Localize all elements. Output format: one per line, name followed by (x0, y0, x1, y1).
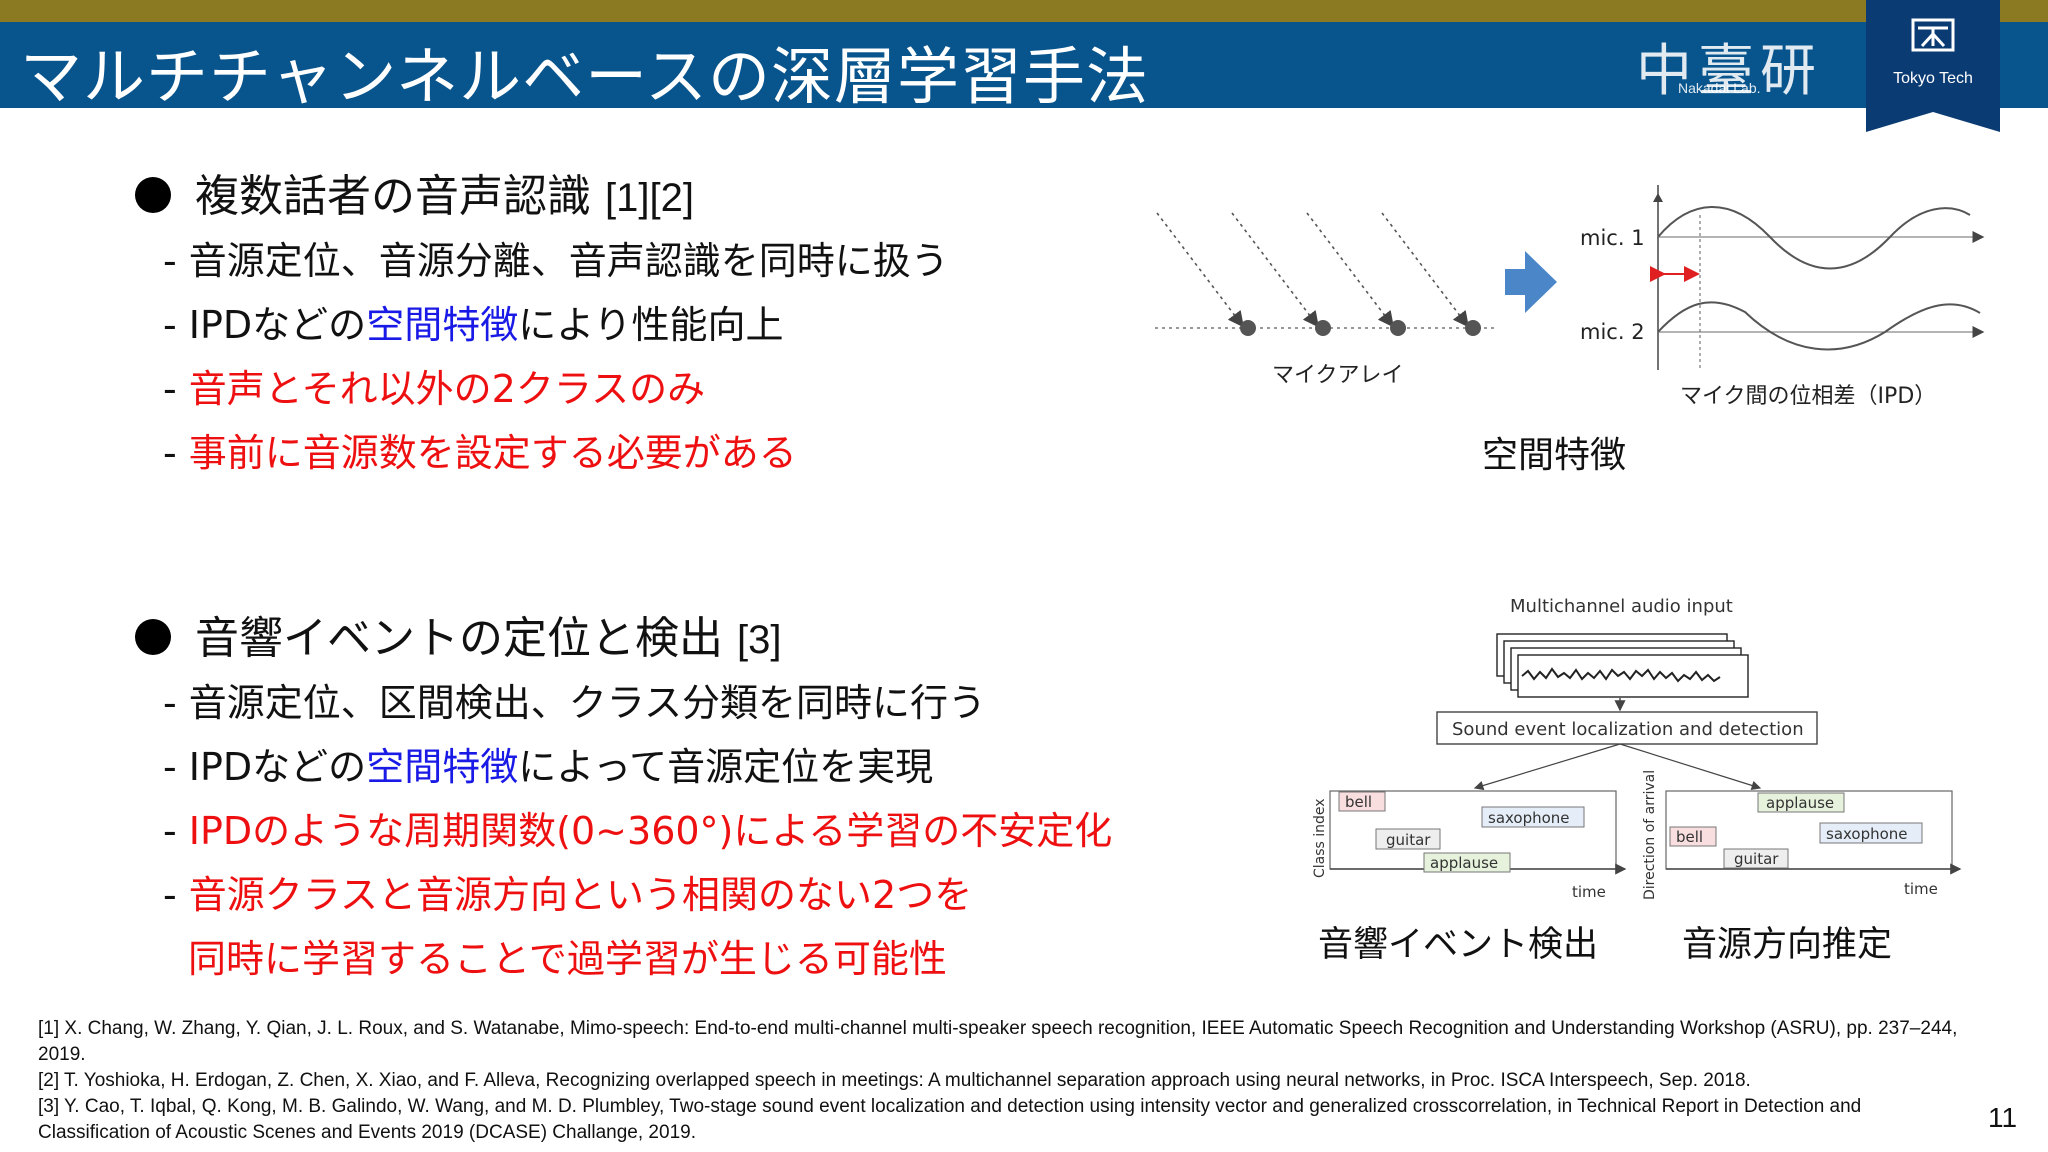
section2-ref: [3] (737, 618, 782, 662)
item-text: 音源クラスと音源方向という相関のない2つを (188, 873, 973, 917)
event-guitar: guitar (1386, 831, 1431, 849)
section1-heading: 複数話者の音声認識 [1][2] (135, 160, 694, 224)
item-prefix: - (163, 809, 189, 853)
section2-heading-text: 音響イベントの定位と検出 (195, 613, 723, 664)
item-prefix: - (163, 367, 189, 411)
microphone-icons (1240, 320, 1481, 336)
reference-1: [1] X. Chang, W. Zhang, Y. Qian, J. L. R… (38, 1018, 1958, 1065)
time-label-right: time (1904, 880, 1938, 898)
event-saxophone: saxophone (1488, 809, 1570, 827)
lab-logo: 中臺研 Nakadai Lab. (1630, 30, 1870, 104)
item-prefix: - (163, 681, 189, 725)
item-text: 事前に音源数を設定する必要がある (188, 431, 797, 475)
section1-ref: [1][2] (605, 176, 694, 220)
item-text: によって音源定位を実現 (518, 745, 934, 789)
event-detection-plot: Class index time bell saxophone guitar a… (1312, 790, 1627, 901)
item-prefix: - (163, 745, 189, 789)
doa-label: Direction of arrival (1642, 770, 1658, 900)
seld-box-label: Sound event localization and detection (1452, 719, 1804, 740)
item-text: IPDなどの (188, 745, 367, 789)
item-highlight: 空間特徴 (366, 745, 519, 789)
section1-item-3: - 音声とそれ以外の2クラスのみ (163, 358, 705, 413)
slide-title: マルチチャンネルベースの深層学習手法 (20, 40, 1150, 113)
item-text: 音源定位、音源分離、音声認識を同時に扱う (188, 239, 949, 283)
event-bell: bell (1345, 793, 1372, 811)
ipd-label: マイク間の位相差（IPD） (1680, 384, 1936, 409)
mic1-label: mic. 1 (1580, 226, 1645, 250)
doa-event-guitar: guitar (1734, 850, 1779, 868)
page-number: 11 (1988, 1102, 2018, 1133)
item-text: 音源定位、区間検出、クラス分類を同時に行う (188, 681, 987, 725)
section2-item-1: - 音源定位、区間検出、クラス分類を同時に行う (163, 672, 986, 727)
input-label: Multichannel audio input (1510, 596, 1733, 617)
array-label: マイクアレイ (1272, 363, 1404, 388)
item-text: 同時に学習することで過学習が生じる可能性 (188, 937, 947, 981)
audio-channel-stack (1496, 633, 1749, 698)
spatial-feature-figure: マイクアレイ mic. 1 mic. 2 マイク間の位相差（IPD） (1155, 185, 1985, 409)
lab-logo-sub: Nakadai Lab. (1678, 80, 1761, 96)
item-text: IPDのような周期関数(0~360°)による学習の不安定化 (188, 809, 1113, 853)
reference-3: [3] Y. Cao, T. Iqbal, Q. Kong, M. B. Gal… (38, 1096, 1862, 1143)
seld-box (1436, 711, 1818, 745)
doa-event-saxophone: saxophone (1826, 825, 1908, 843)
mic2-waveform (1657, 301, 1981, 351)
mic2-label: mic. 2 (1580, 320, 1645, 344)
audio-waveform (1521, 667, 1721, 683)
item-text: IPDなどの (188, 303, 367, 347)
reference-2: [2] T. Yoshioka, H. Erdogan, Z. Chen, X.… (38, 1070, 1751, 1091)
bullet-dot-icon (135, 619, 171, 655)
figure1-caption: 空間特徴 (1482, 435, 1627, 476)
item-highlight: 空間特徴 (366, 303, 519, 347)
lab-logo-kanji: 中臺研 (1636, 39, 1822, 104)
item-text: 音声とそれ以外の2クラスのみ (188, 367, 706, 411)
item-text: により性能向上 (518, 303, 784, 347)
doa-estimation-plot: Direction of arrival time applause bell … (1642, 770, 1962, 900)
item-prefix: - (163, 873, 189, 917)
section2-item-5: 同時に学習することで過学習が生じる可能性 (188, 928, 947, 983)
section2-item-3: - IPDのような周期関数(0~360°)による学習の不安定化 (163, 800, 1112, 855)
header-accent-bar (0, 0, 2048, 22)
section2-heading: 音響イベントの定位と検出 [3] (135, 602, 781, 666)
incoming-wave-arrows (1156, 212, 1469, 328)
seld-figure: Multichannel audio input Sound event loc… (1312, 596, 1962, 901)
figure2-caption-left: 音響イベント検出 (1318, 925, 1599, 965)
section2-item-2: - IPDなどの空間特徴によって音源定位を実現 (163, 736, 933, 791)
item-prefix: - (163, 303, 189, 347)
section1-item-4: - 事前に音源数を設定する必要がある (163, 422, 797, 477)
doa-event-bell: bell (1676, 828, 1703, 846)
mic1-waveform (1657, 206, 1971, 270)
right-arrow-icon (1505, 251, 1557, 313)
item-prefix: - (163, 239, 189, 283)
bullet-dot-icon (135, 177, 171, 213)
tokyo-tech-badge (1866, 0, 2000, 132)
section1-item-1: - 音源定位、音源分離、音声認識を同時に扱う (163, 230, 949, 285)
tokyo-tech-label: Tokyo Tech (1893, 70, 1973, 87)
tokyo-tech-emblem-icon (1911, 18, 1955, 52)
figure2-caption-right: 音源方向推定 (1682, 925, 1893, 965)
section2-item-4: - 音源クラスと音源方向という相関のない2つを (163, 864, 972, 919)
class-index-label: Class index (1312, 798, 1328, 878)
references: [1] X. Chang, W. Zhang, Y. Qian, J. L. R… (38, 1016, 1998, 1146)
doa-event-applause: applause (1766, 794, 1834, 812)
item-prefix: - (163, 431, 189, 475)
section1-heading-text: 複数話者の音声認識 (195, 171, 591, 222)
section1-item-2: - IPDなどの空間特徴により性能向上 (163, 294, 783, 349)
title-bar (0, 22, 2048, 108)
event-applause: applause (1430, 854, 1498, 872)
time-label-left: time (1572, 883, 1606, 901)
